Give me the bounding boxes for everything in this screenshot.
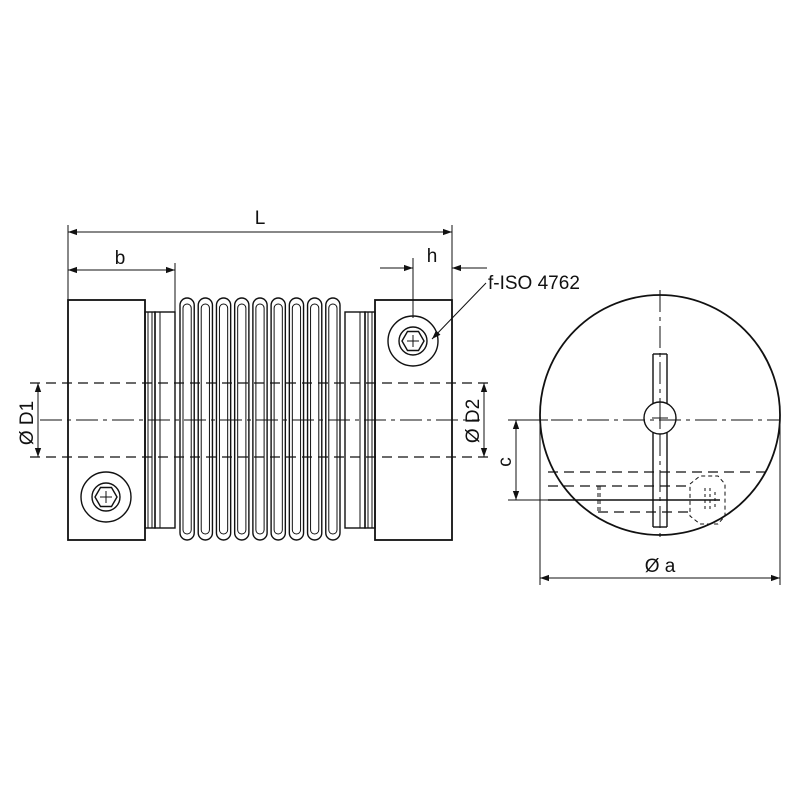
bellows-convolution-inner — [182, 303, 192, 535]
bellows-convolution — [197, 297, 214, 541]
side-view-dimensions: L b h f-ISO 4762 Ø D1 Ø D2 — [17, 208, 580, 457]
bellows — [179, 297, 341, 541]
bellows-convolution — [325, 297, 341, 541]
label-screw-spec: f-ISO 4762 — [488, 273, 580, 294]
clamp-slot — [652, 353, 668, 528]
label-c: c — [495, 457, 516, 467]
label-L: L — [255, 208, 266, 229]
clamp-screw-left — [80, 471, 132, 523]
bellows-convolution-inner — [255, 303, 265, 535]
bellows-convolution-inner — [291, 303, 302, 535]
label-a: Ø a — [645, 556, 676, 577]
screw-leader — [431, 282, 487, 340]
bellows-convolution-inner — [328, 303, 338, 535]
bellows-convolution — [270, 297, 287, 541]
end-view — [515, 290, 781, 540]
bellows-convolution-inner — [273, 303, 283, 535]
label-D1: Ø D1 — [17, 401, 38, 445]
side-view — [30, 297, 490, 541]
clamp-screw-right — [387, 315, 439, 367]
bellows-convolution — [233, 297, 250, 541]
end-view-dimensions: c Ø a — [495, 419, 781, 585]
label-h: h — [427, 246, 438, 267]
bellows-convolution-inner — [218, 303, 229, 535]
bellows-convolution-inner — [310, 303, 320, 535]
bellows-convolution — [288, 297, 305, 541]
bellows-convolution — [215, 297, 232, 541]
label-b: b — [115, 248, 126, 269]
bore-circle — [643, 401, 677, 435]
bellows-convolution — [179, 297, 195, 541]
label-D2: Ø D2 — [463, 399, 484, 443]
bellows-convolution-inner — [200, 303, 210, 535]
bellows-convolution — [306, 297, 323, 541]
bellows-convolution — [252, 297, 268, 541]
bellows-convolution-inner — [237, 303, 247, 535]
hidden-clamp-screw — [548, 471, 770, 525]
